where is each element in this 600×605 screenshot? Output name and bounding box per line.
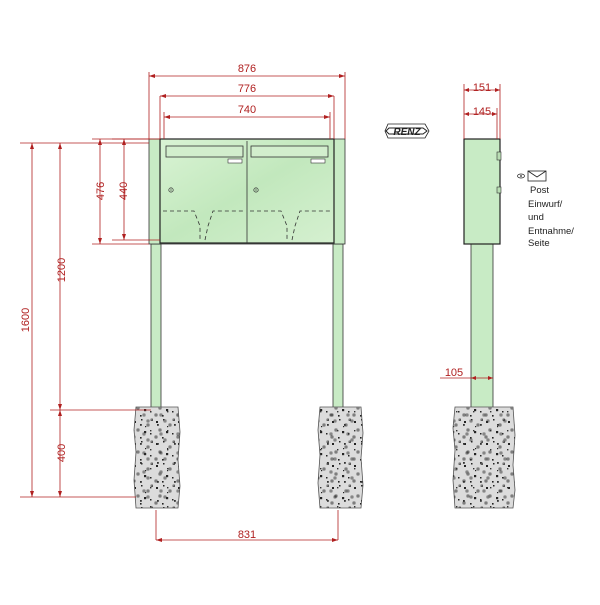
side-note-line-4: Entnahme/ bbox=[528, 226, 574, 237]
side-note-line-1: Post bbox=[530, 185, 549, 196]
dimension-105: 105 bbox=[445, 367, 463, 379]
envelope-icon bbox=[527, 170, 547, 182]
mail-slot-right bbox=[250, 145, 329, 158]
dimension-831: 831 bbox=[238, 529, 256, 541]
dimension-776: 776 bbox=[238, 83, 256, 95]
side-box bbox=[463, 138, 501, 245]
renz-logo: RENZ bbox=[384, 123, 430, 139]
name-plate-left bbox=[227, 158, 243, 164]
dimension-1600: 1600 bbox=[20, 308, 32, 332]
side-note: Post Einwurf/ und Entnahme/ Seite bbox=[517, 170, 574, 249]
internal-profile-right bbox=[250, 210, 330, 241]
side-post bbox=[470, 243, 494, 411]
dimension-876: 876 bbox=[238, 63, 256, 75]
side-note-line-3: und bbox=[528, 212, 544, 223]
right-post bbox=[332, 243, 344, 411]
mail-slot-left bbox=[165, 145, 244, 158]
lock-icon bbox=[168, 187, 174, 193]
lock-icon bbox=[253, 187, 259, 193]
front-view bbox=[133, 138, 364, 509]
dimension-476: 476 bbox=[95, 182, 107, 200]
left-post bbox=[150, 243, 162, 411]
dimensions: 876 776 740 831 1600 1200 400 bbox=[20, 63, 501, 542]
side-note-line-2: Einwurf/ bbox=[528, 199, 563, 210]
dimension-740: 740 bbox=[238, 104, 256, 116]
dimension-151: 151 bbox=[473, 82, 491, 94]
internal-profile-left bbox=[163, 210, 244, 241]
eye-icon bbox=[517, 173, 525, 179]
logo-text: RENZ bbox=[393, 127, 421, 138]
side-note-line-5: Seite bbox=[528, 238, 550, 249]
dimension-1200: 1200 bbox=[56, 258, 68, 282]
side-view bbox=[452, 138, 516, 509]
dimension-145: 145 bbox=[473, 106, 491, 118]
dimension-400: 400 bbox=[56, 444, 68, 462]
dimension-440: 440 bbox=[118, 182, 130, 200]
name-plate-right bbox=[310, 158, 326, 164]
